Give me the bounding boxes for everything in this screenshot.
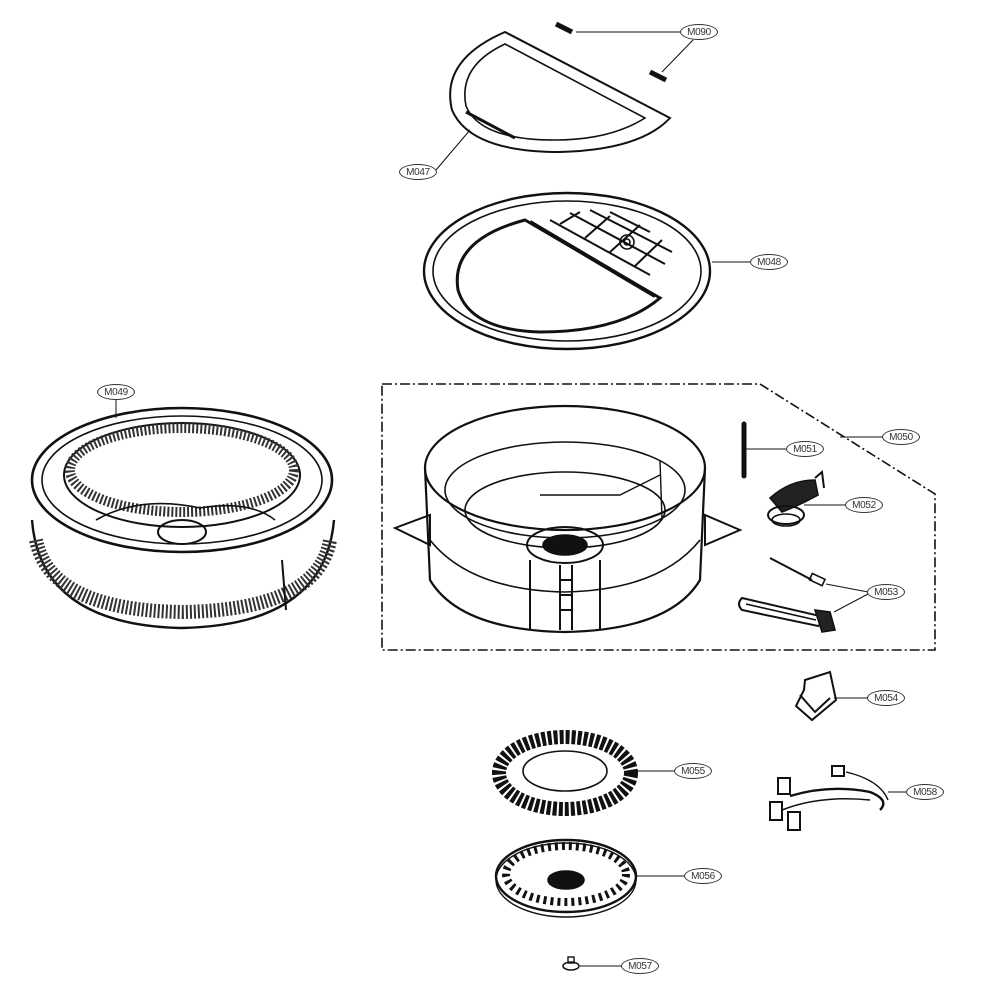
part-m058-wire-harness xyxy=(769,765,908,831)
callout-m053: M053 xyxy=(867,584,905,600)
part-m090-pins xyxy=(554,21,694,83)
part-m051-rod xyxy=(741,421,786,479)
callout-m054: M054 xyxy=(867,690,905,706)
callout-m049: M049 xyxy=(97,384,135,400)
part-m057-bolt xyxy=(562,956,622,971)
callout-m055: M055 xyxy=(674,763,712,779)
part-m052-bellows-hose xyxy=(767,470,845,527)
part-m050-outer-tub xyxy=(392,404,743,634)
callout-m051: M051 xyxy=(786,441,824,457)
part-m055-stator xyxy=(492,730,674,816)
callout-m050: M050 xyxy=(882,429,920,445)
callout-m058: M058 xyxy=(906,784,944,800)
callout-m047: M047 xyxy=(399,164,437,180)
part-m048-tub-cover xyxy=(422,191,750,351)
callout-m048: M048 xyxy=(750,254,788,270)
assembly-group-m050-outline xyxy=(381,383,936,651)
part-m053-heater xyxy=(738,557,869,633)
part-m056-rotor xyxy=(494,838,684,918)
part-m049-drum xyxy=(29,400,337,630)
callout-m052: M052 xyxy=(845,497,883,513)
callout-m056: M056 xyxy=(684,868,722,884)
part-m047-d-frame xyxy=(435,30,672,171)
part-m054-bracket xyxy=(794,670,868,722)
callout-m090: M090 xyxy=(680,24,718,40)
callout-m057: M057 xyxy=(621,958,659,974)
